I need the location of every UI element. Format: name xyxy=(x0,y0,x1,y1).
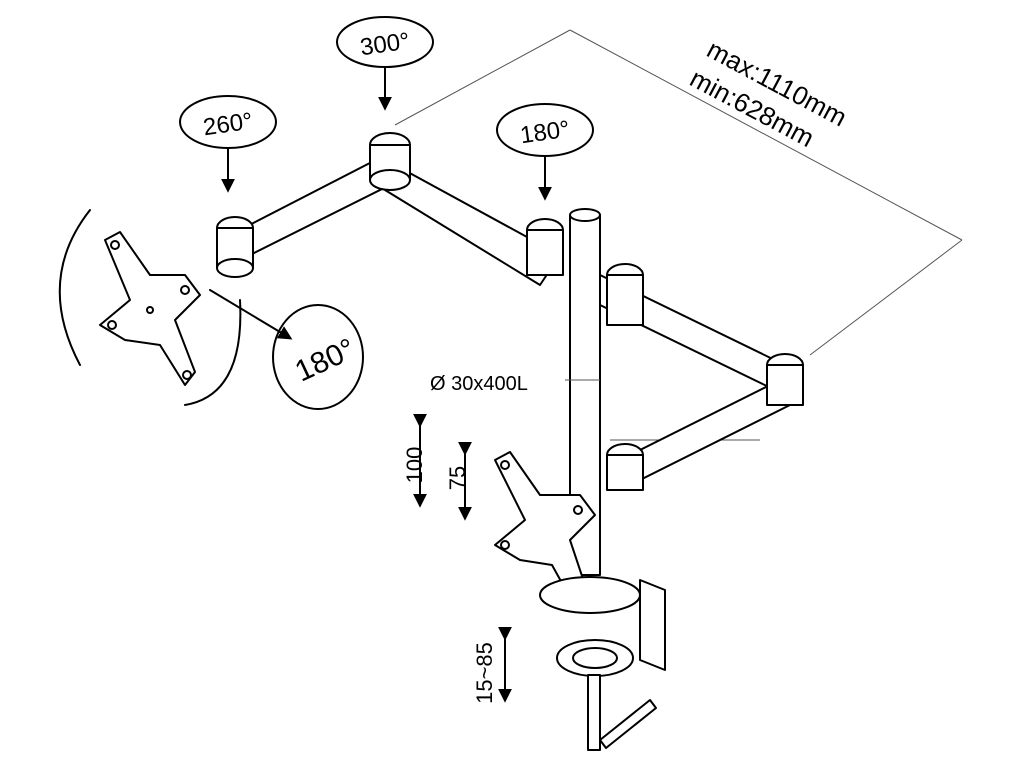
upper-arm xyxy=(216,132,564,286)
vesa-dimension: 100 75 xyxy=(402,413,472,521)
rotation-top-label: 300° xyxy=(358,28,411,62)
desk-clamp xyxy=(539,576,666,751)
vesa-small-label: 75 xyxy=(445,466,470,490)
rotation-tilt-label: 180° xyxy=(290,332,360,388)
left-vesa-plate xyxy=(99,231,201,386)
reach-outline xyxy=(394,29,963,441)
rotation-right-label: 180° xyxy=(518,116,571,150)
clamp-range-label: 15~85 xyxy=(472,642,497,704)
rotation-top: 300° xyxy=(336,16,434,111)
lower-arm xyxy=(599,263,804,491)
rotation-right: 180° xyxy=(496,103,594,201)
rotation-left-label: 260° xyxy=(201,108,254,142)
rotation-left: 260° xyxy=(179,95,277,193)
pole-dimension-label: Ø 30x400L xyxy=(430,373,528,395)
vesa-large-label: 100 xyxy=(402,447,427,484)
clamp-dimension: 15~85 xyxy=(472,626,512,704)
